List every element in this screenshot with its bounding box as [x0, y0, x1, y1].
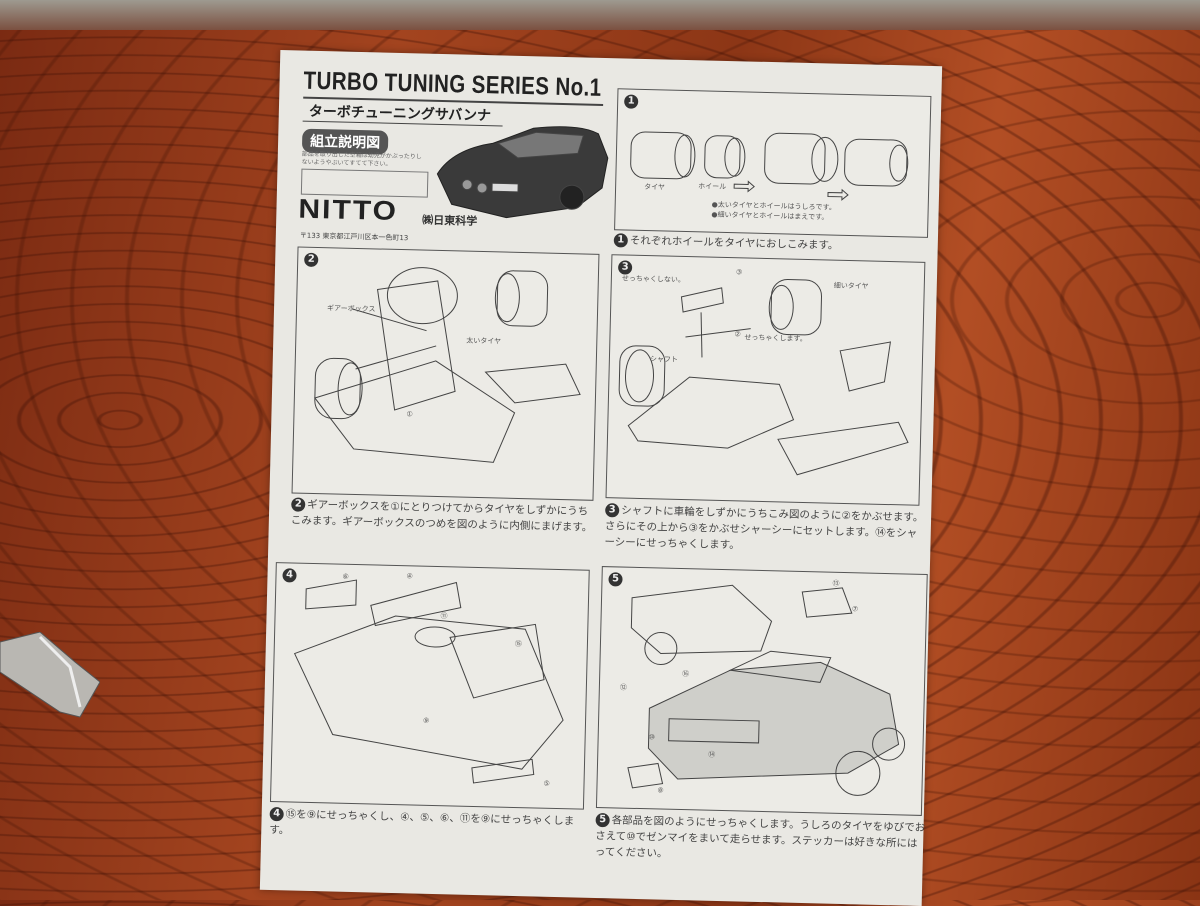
part-label: ⑪: [440, 612, 448, 621]
part-label: ③: [735, 268, 743, 277]
final-assembly-diagram: [627, 584, 906, 796]
body-parts-diagram: [293, 579, 564, 784]
step-number: 1: [613, 233, 628, 248]
part-label: ⑥: [342, 572, 349, 581]
part-label: ②: [734, 330, 741, 339]
part-label: ⑬: [832, 579, 840, 588]
part-label: ⑮: [514, 639, 523, 649]
wheel-label: ホイール: [698, 182, 727, 191]
part-label: ⑦: [851, 605, 859, 614]
part-label: ⑯: [682, 670, 690, 679]
thin-tire-label: 細いタイヤ: [833, 281, 869, 291]
step-3-panel: 3 せっちゃくしない。 細いタイヤ ③ ② せっちゃくします。 シャフト: [605, 254, 926, 506]
step-5-panel: 5 ⑬ ⑦ ⑫ ⑯ ⑩ ⑭ ⑧: [595, 566, 928, 816]
nitto-logo: NITTO: [298, 194, 399, 227]
part-label: ⑭: [708, 750, 716, 759]
part-label: ⑨: [422, 716, 430, 725]
metal-part-object: [0, 632, 100, 718]
caption-text: ギアーボックスを①にとりつけてからタイヤをしずかにうちこみます。ギアーボックスの…: [290, 498, 593, 534]
company-name: ㈱日東科学: [422, 213, 478, 228]
caption-text: 各部品を図のようにせっちゃくします。うしろのタイヤをゆびでおさえて⑩でゼンマイを…: [594, 814, 926, 860]
step-2-panel: 2 ギアーボックス 太いタイヤ ①: [291, 246, 600, 501]
thick-tire-label: 太いタイヤ: [466, 336, 502, 346]
tire-label: タイヤ: [644, 182, 666, 192]
step-1-panel: 1 タイヤ ホイール ●太いタイヤとホイールはうしろです。 ●細いタイヤとホイー…: [614, 88, 932, 238]
gearbox-label: ギアーボックス: [326, 304, 376, 314]
shaft-chassis-diagram: [618, 279, 909, 476]
step-4-panel: 4 ⑥ ④ ⑪ ⑮ ⑨ ⑤: [269, 562, 590, 810]
step-number: 4: [269, 807, 284, 822]
glue-label: せっちゃくします。: [744, 333, 807, 343]
caption-text: ⑮を⑨にせっちゃくし、④、⑤、⑥、⑪を⑨にせっちゃくします。: [269, 808, 575, 837]
no-glue-label: せっちゃくしない。: [621, 274, 685, 284]
part-label: ①: [406, 410, 413, 419]
step-number: 5: [595, 812, 610, 828]
step-number: 2: [291, 497, 306, 512]
caption-text: それぞれホイールをタイヤにおしこみます。: [629, 234, 839, 252]
car-photo: [436, 126, 609, 219]
part-label: ⑧: [657, 786, 664, 795]
tire-wheel-diagram: [630, 131, 909, 201]
shaft-label: シャフト: [649, 355, 679, 364]
caption-text: シャフトに車輪をしずかにうちこみ図のように②をかぶせます。さらにその上から③をか…: [604, 504, 924, 552]
step-number: 3: [605, 503, 620, 518]
part-label: ⑩: [648, 733, 656, 742]
part-label: ⑤: [543, 779, 550, 788]
background-strip: [0, 0, 1200, 30]
gearbox-diagram: [314, 267, 581, 463]
instruction-sheet: TURBO TUNING SERIES No.1 ターボチューニングサバンナ 組…: [259, 50, 943, 906]
part-label: ④: [406, 572, 413, 581]
part-label: ⑫: [619, 683, 627, 692]
